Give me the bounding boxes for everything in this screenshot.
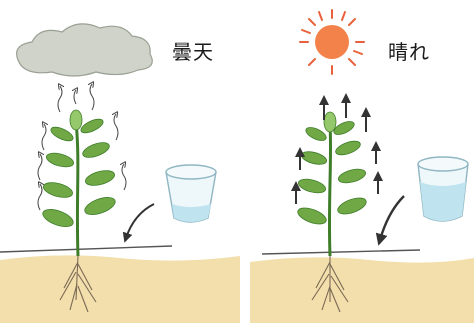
sunny-panel: [250, 9, 474, 323]
sunny-label: 晴れ: [388, 40, 430, 64]
ground-line-right: [261, 249, 421, 255]
sun-icon: [299, 9, 365, 75]
water-arrow-left: [122, 203, 155, 243]
transpiration-arrows-thin: [37, 84, 127, 211]
transpiration-arrows-bold: [291, 93, 383, 204]
water-arrow-right: [375, 195, 405, 246]
cloud-icon: [16, 23, 153, 77]
leaves-left: [42, 109, 116, 227]
ground-line-left: [0, 245, 173, 253]
water-cup-left: [165, 164, 217, 223]
cloudy-label: 曇天: [172, 40, 214, 64]
soil-right: [250, 257, 474, 323]
stem-right: [327, 123, 333, 257]
stem-left: [74, 121, 80, 257]
soil-left: [0, 255, 240, 323]
water-cup-right: [417, 156, 469, 222]
leaves-right: [297, 111, 367, 225]
cloudy-panel: [0, 23, 240, 323]
roots-left: [59, 255, 97, 313]
roots-right: [311, 256, 349, 313]
